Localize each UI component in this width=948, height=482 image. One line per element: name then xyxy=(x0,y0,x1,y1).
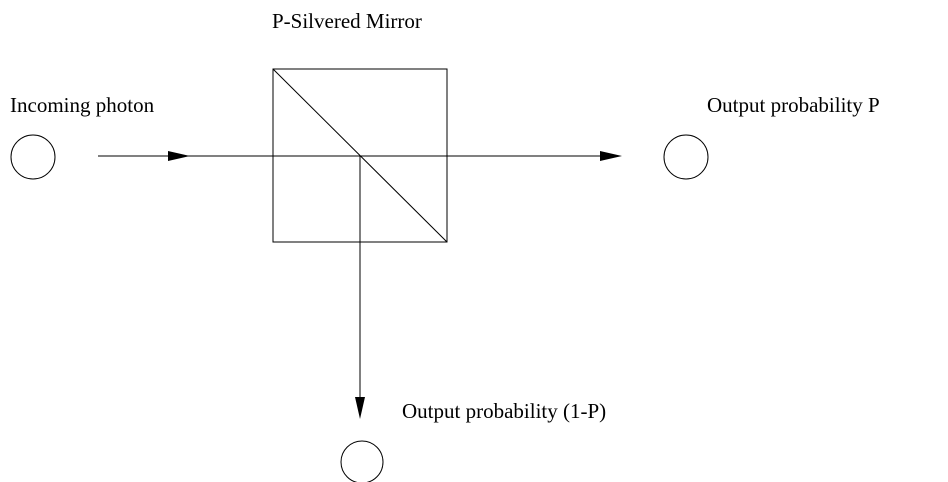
input-arrowhead xyxy=(168,151,190,161)
input-photon xyxy=(10,134,56,180)
mirror-label: P-Silvered Mirror xyxy=(272,9,422,33)
reflected-arrowhead xyxy=(355,397,365,419)
reflected-output-label: Output probability (1-P) xyxy=(402,399,606,423)
transmitted-photon xyxy=(663,134,709,180)
reflected-photon xyxy=(340,440,384,482)
transmitted-output-label: Output probability P xyxy=(707,93,880,117)
transmitted-arrowhead xyxy=(600,151,622,161)
input-label: Incoming photon xyxy=(10,93,155,117)
